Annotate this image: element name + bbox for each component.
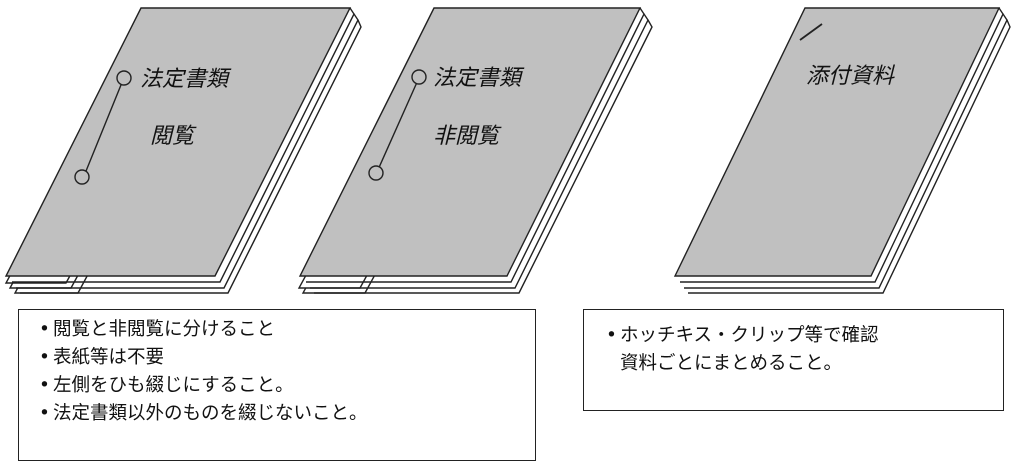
binding-rules-box: •閲覧と非閲覧に分けること •表紙等は不要 •左側をひも綴じにすること。 •法定… <box>18 309 536 461</box>
binding-hole-top <box>116 70 132 86</box>
attachment-note-box: •ホッチキス・クリップ等で確認 資料ごとにまとめること。 <box>583 309 1004 411</box>
document-stack-3: 添付資料 <box>673 7 1011 294</box>
stack-edge <box>314 19 653 294</box>
binding-string <box>83 79 124 177</box>
attachment-note-line1: •ホッチキス・クリップ等で確認 <box>606 325 879 346</box>
stack-edge <box>16 13 359 289</box>
stack-edge <box>688 19 1011 294</box>
rule-item: •閲覧と非閲覧に分けること <box>39 319 276 340</box>
cover-sheet <box>4 7 352 277</box>
rule-item: •左側をひも綴じにすること。 <box>39 375 294 396</box>
stack-2-label-line1: 法定書類 <box>433 66 525 91</box>
binding-hole-bottom <box>368 165 384 181</box>
stack-1-label-line2: 閲覧 <box>150 124 197 149</box>
stack-3-label: 添付資料 <box>806 64 896 89</box>
cover-sheet <box>298 7 642 277</box>
stack-2-label-line2: 非閲覧 <box>433 124 502 149</box>
staple-mark <box>799 23 823 41</box>
binding-hole-top <box>411 69 427 85</box>
document-stack-1: 法定書類 閲覧 <box>4 7 362 294</box>
stack-edge <box>310 13 649 289</box>
stack-1-label-line1: 法定書類 <box>140 67 232 92</box>
document-stack-2: 法定書類 非閲覧 <box>297 7 653 294</box>
stack-edge <box>680 7 1004 283</box>
stack-edge <box>306 7 645 283</box>
stack-edge <box>12 7 355 283</box>
rule-item: •表紙等は不要 <box>39 347 165 368</box>
stack-edge <box>684 13 1008 289</box>
stack-edge <box>20 19 362 294</box>
cover-sheet <box>673 7 1001 277</box>
attachment-note-line2: 資料ごとにまとめること。 <box>620 353 843 374</box>
binding-string <box>376 79 419 173</box>
binding-hole-bottom <box>74 169 90 185</box>
rule-item: •法定書類以外のものを綴じないこと。 <box>39 403 368 424</box>
